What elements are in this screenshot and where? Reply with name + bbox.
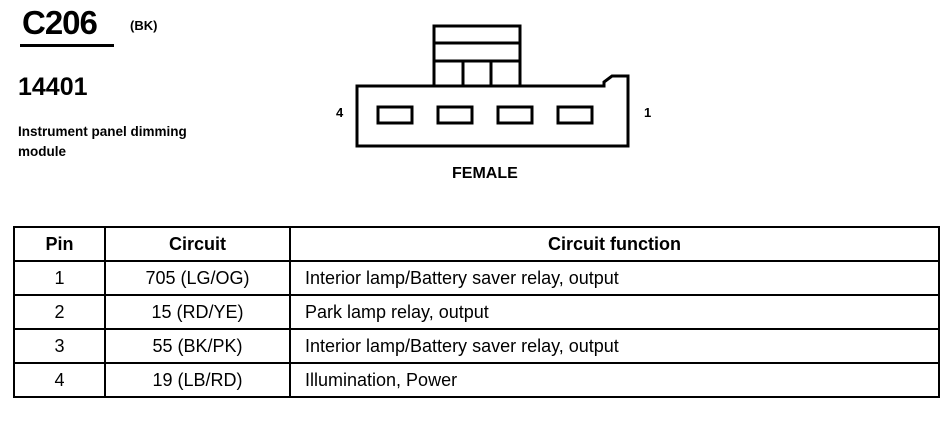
pin-cell: 1 xyxy=(13,260,106,296)
table-row: 4 19 (LB/RD) Illumination, Power xyxy=(13,362,940,398)
connector-body xyxy=(355,74,630,148)
table-row: 3 55 (BK/PK) Interior lamp/Battery saver… xyxy=(13,328,940,364)
circuit-cell: 55 (BK/PK) xyxy=(104,328,291,364)
connector-latch xyxy=(432,24,522,88)
connector-face-diagram xyxy=(355,24,630,148)
function-cell: Interior lamp/Battery saver relay, outpu… xyxy=(289,328,940,364)
function-cell: Illumination, Power xyxy=(289,362,940,398)
connector-color: (BK) xyxy=(130,18,158,33)
function-cell: Park lamp relay, output xyxy=(289,294,940,330)
pin-cell: 2 xyxy=(13,294,106,330)
table-row: 2 15 (RD/YE) Park lamp relay, output xyxy=(13,294,940,330)
pin-table: Pin Circuit Circuit function 1 705 (LG/O… xyxy=(13,226,940,398)
pin-label-right: 1 xyxy=(644,105,652,120)
header-pin: Pin xyxy=(13,226,106,262)
pin-slot-1 xyxy=(556,105,594,125)
connector-id: C206 xyxy=(22,4,98,41)
connector-id-underline xyxy=(20,44,114,47)
connector-gender: FEMALE xyxy=(452,165,518,182)
pin-slot-2 xyxy=(496,105,534,125)
pin-label-left: 4 xyxy=(336,105,344,120)
component-name: Instrument panel dimming module xyxy=(18,124,187,159)
table-row: 1 705 (LG/OG) Interior lamp/Battery save… xyxy=(13,260,940,296)
circuit-cell: 15 (RD/YE) xyxy=(104,294,291,330)
circuit-cell: 19 (LB/RD) xyxy=(104,362,291,398)
function-cell: Interior lamp/Battery saver relay, outpu… xyxy=(289,260,940,296)
pin-cell: 4 xyxy=(13,362,106,398)
part-number: 14401 xyxy=(18,73,88,101)
pin-slot-3 xyxy=(436,105,474,125)
header-circuit: Circuit xyxy=(104,226,291,262)
pin-slots xyxy=(376,105,594,125)
pin-cell: 3 xyxy=(13,328,106,364)
pin-slot-4 xyxy=(376,105,414,125)
circuit-cell: 705 (LG/OG) xyxy=(104,260,291,296)
table-header-row: Pin Circuit Circuit function xyxy=(13,226,940,262)
header-circuit-function: Circuit function xyxy=(289,226,940,262)
